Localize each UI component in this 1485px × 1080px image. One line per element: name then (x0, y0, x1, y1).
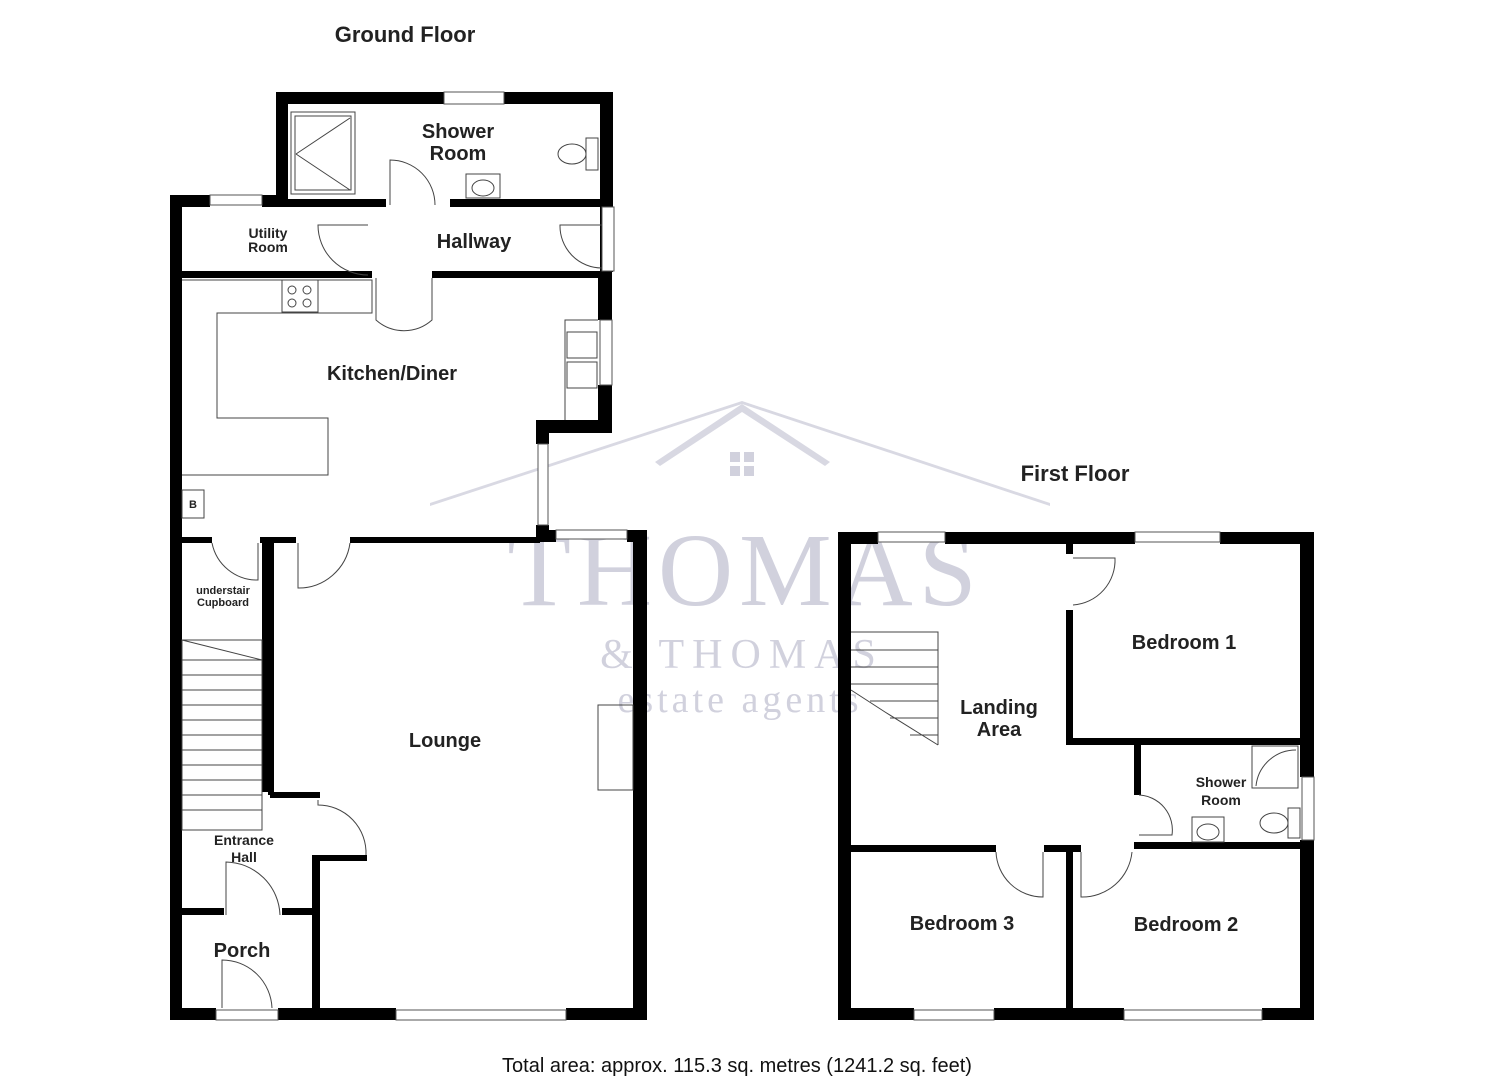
door (225, 861, 281, 916)
watermark-window-icon (730, 452, 754, 476)
landing-area-label-2: Area (977, 719, 1022, 741)
window (913, 1009, 995, 1021)
utility-room-label-2: Room (248, 239, 288, 255)
door (297, 542, 351, 589)
window (877, 531, 946, 543)
staircase-first (850, 631, 939, 746)
window (537, 443, 549, 526)
entrance-hall-label: Entrance (214, 832, 274, 848)
first-floor (838, 531, 1315, 1021)
chimney-breast (597, 704, 634, 791)
kitchen-worktop (182, 279, 373, 476)
entrance-hall-label-2: Hall (231, 849, 257, 865)
window (599, 319, 613, 386)
door (317, 224, 369, 276)
ground-floor-title: Ground Floor (335, 22, 476, 47)
sink (566, 331, 598, 389)
door (221, 959, 273, 1009)
wash-basin (1191, 816, 1225, 843)
shower-room-ground-label-2: Room (430, 143, 487, 165)
first-floor-title: First Floor (1021, 461, 1130, 486)
shower-tray (1251, 745, 1299, 789)
bedroom-2-label: Bedroom 2 (1134, 914, 1238, 936)
understair-cupboard-label-2: Cupboard (197, 597, 249, 609)
toilet (1259, 807, 1301, 839)
lounge-label: Lounge (409, 730, 481, 752)
door (559, 224, 603, 269)
watermark-roof-icon-outline (655, 404, 830, 466)
shower-room-first-label: Shower (1196, 774, 1247, 790)
door (995, 851, 1044, 898)
window (1134, 531, 1221, 543)
window (1301, 776, 1315, 841)
total-area: Total area: approx. 115.3 sq. metres (12… (502, 1055, 972, 1077)
window (601, 206, 615, 272)
door (211, 542, 259, 581)
shower-room-first-label-2: Room (1201, 792, 1241, 808)
watermark: THOMAS & THOMAS estate agents (430, 401, 1050, 721)
boiler-cupboard (181, 489, 205, 519)
door (1072, 557, 1116, 606)
hallway-label: Hallway (437, 231, 512, 253)
kitchen-diner-label: Kitchen/Diner (327, 363, 457, 385)
window (555, 529, 628, 540)
shower-room-ground-label: Shower (422, 121, 494, 143)
ground-floor: B (170, 91, 647, 1021)
window (209, 194, 263, 206)
understair-cupboard-label: understair (196, 585, 251, 597)
door (389, 159, 436, 206)
bedroom-1-label: Bedroom 1 (1132, 632, 1236, 654)
boiler-label: B (189, 499, 197, 511)
utility-room-label: Utility (249, 225, 288, 241)
window (1123, 1009, 1263, 1021)
staircase (181, 639, 263, 831)
kitchen-worktop-right (564, 319, 598, 420)
bedroom-3-label: Bedroom 3 (910, 913, 1014, 935)
door (1080, 851, 1133, 898)
hob (281, 279, 319, 313)
window (443, 91, 505, 105)
door (317, 800, 367, 856)
window (395, 1009, 567, 1021)
wash-basin (465, 173, 501, 199)
porch-label: Porch (214, 940, 271, 962)
shower-tray (290, 111, 356, 195)
watermark-tagline: estate agents (617, 679, 862, 721)
landing-area-label: Landing (960, 697, 1038, 719)
door (375, 278, 433, 332)
toilet (557, 137, 599, 171)
door (1138, 794, 1173, 836)
window (215, 1009, 279, 1021)
